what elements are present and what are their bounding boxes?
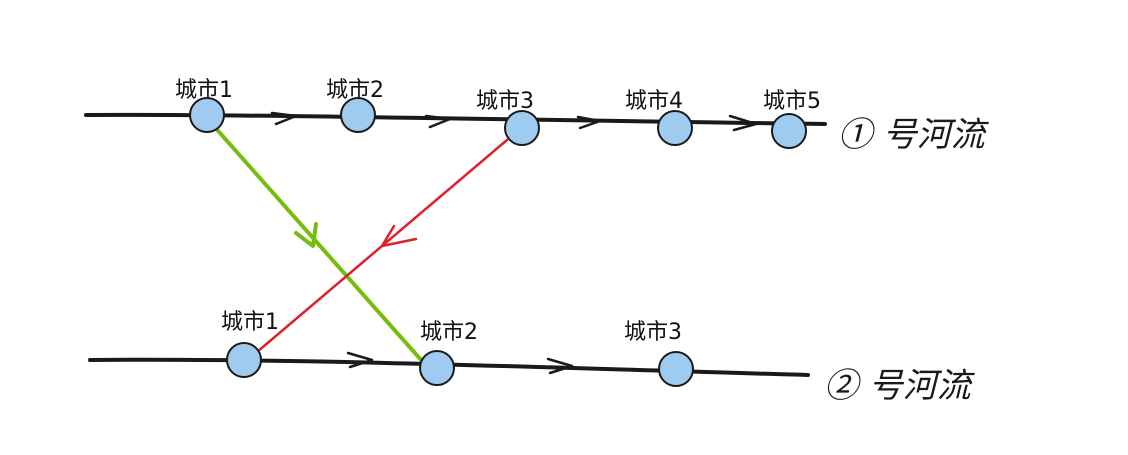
river-1-city-3-label: 城市3	[476, 89, 534, 114]
river-2-arrow-1-icon	[346, 351, 374, 369]
river-1-city-4-label: 城市4	[625, 89, 683, 114]
river-1-arrow-4-icon	[728, 114, 758, 132]
river-1-direction-arrows	[270, 111, 758, 132]
river-2-city-1-node	[226, 342, 262, 378]
river-1-city-5-node	[771, 113, 807, 149]
river-1-name-label: ① 号河流	[838, 115, 990, 155]
green-link-line	[210, 122, 432, 372]
river-2-city-2-node	[419, 350, 455, 386]
river-1-line	[84, 112, 827, 126]
river-1-city-3-node	[504, 110, 540, 146]
river-2-nodes	[226, 342, 694, 387]
river-2-city-3-label: 城市3	[624, 320, 682, 345]
red-link-arrow-icon	[380, 224, 418, 248]
river-1-city-4-node	[657, 110, 693, 146]
red-link	[255, 138, 509, 354]
river-1-arrow-2-icon	[424, 114, 452, 129]
green-link-arrow-icon	[294, 222, 318, 248]
river-2-city-2-label: 城市2	[420, 320, 478, 345]
river-1-city-5-label: 城市5	[763, 89, 821, 114]
river-2-name-label: ② 号河流	[824, 366, 976, 406]
river-2-city-3-node	[658, 351, 694, 387]
river-2-arrow-2-icon	[546, 357, 574, 375]
green-link	[210, 122, 432, 372]
river-1-nodes	[189, 97, 807, 149]
river-1-city-2-label: 城市2	[326, 78, 384, 103]
river-1-arrow-3-icon	[576, 115, 602, 130]
river-2-city-1-label: 城市1	[221, 310, 279, 335]
river-1-city-1-label: 城市1	[175, 78, 233, 103]
river-1-city-2-node	[340, 97, 376, 133]
river-2-direction-arrows	[346, 351, 574, 375]
river-1-city-1-node	[189, 97, 225, 133]
river-1-arrow-1-icon	[270, 111, 298, 126]
